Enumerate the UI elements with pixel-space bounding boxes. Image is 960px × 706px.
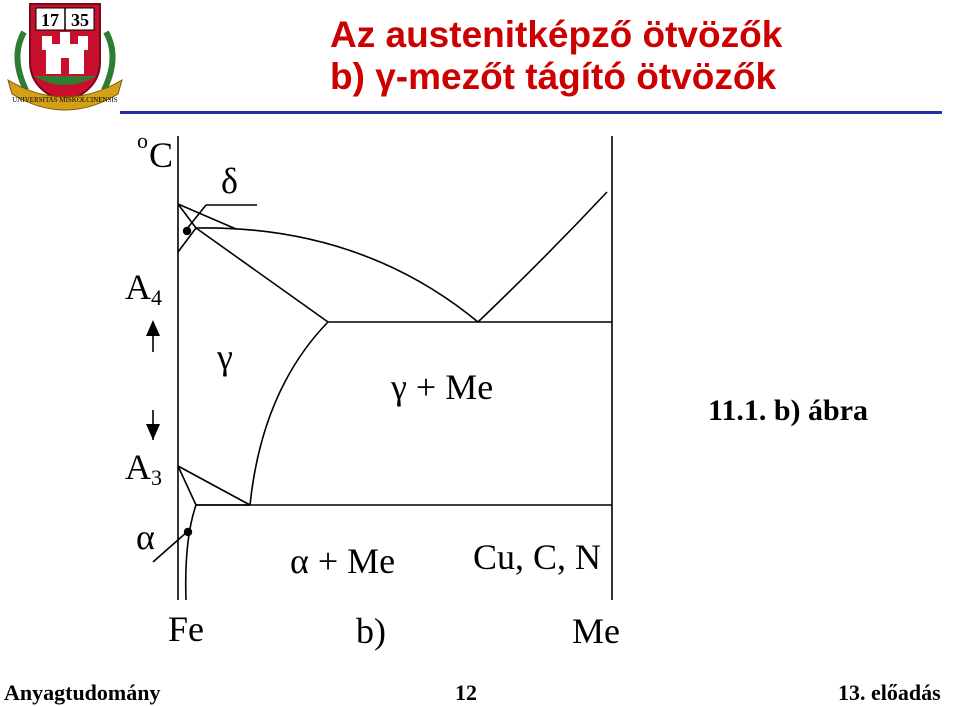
label-alloy-elements: Cu, C, N [473, 537, 602, 577]
year-left: 17 [41, 10, 59, 30]
label-gamma-plus-me: γ + Me [391, 367, 494, 407]
label-a4-sub: 4 [151, 285, 162, 310]
ribbon-text: UNIVERSITAS MISKOLCINENSIS [12, 96, 118, 104]
footer-course: Anyagtudomány [4, 680, 161, 705]
x-label-fe: Fe [168, 609, 204, 649]
laurel-left [14, 30, 29, 92]
x-label-center: b) [356, 611, 386, 651]
figure-caption: 11.1. b) ábra [708, 394, 869, 427]
delta-leader [185, 204, 207, 231]
ribbon [7, 78, 123, 111]
gamma-solidus [195, 227, 329, 323]
alpha-leader [152, 531, 188, 563]
slide-title-line2: b) γ-mezőt tágító ötvözők [330, 56, 777, 97]
label-a3-letter: A [125, 447, 151, 487]
liquidus-left [195, 227, 479, 323]
label-a4-letter: A [125, 267, 151, 307]
delta-solidus [177, 203, 237, 230]
liquidus-right [477, 191, 608, 323]
y-axis-unit-sup: o [137, 128, 148, 153]
footer-page-number: 12 [455, 680, 477, 705]
up-arrow-icon [146, 320, 160, 336]
alpha-solvus [184, 504, 197, 601]
label-delta: δ [221, 161, 238, 201]
label-a3: A3 [125, 446, 162, 491]
label-alpha: α [136, 517, 155, 557]
gamma-solvus [249, 321, 329, 506]
x-label-me: Me [572, 611, 620, 651]
laurel-right [101, 30, 116, 92]
point-alpha [183, 527, 193, 537]
label-a3-sub: 3 [151, 465, 162, 490]
a3-line [177, 465, 251, 506]
alpha-gamma-boundary [177, 465, 197, 506]
label-alpha-plus-me: α + Me [290, 541, 396, 581]
label-a4: A4 [125, 266, 162, 311]
point-delta [182, 226, 192, 236]
university-logo: 17 35 UNIVERSITAS MISKOLCINENSIS [7, 3, 123, 111]
footer-lecture: 13. előadás [838, 680, 941, 705]
slide-title-line1: Az austenitképző ötvözők [330, 14, 783, 55]
down-arrow-icon [146, 424, 160, 440]
label-gamma: γ [217, 337, 233, 377]
year-right: 35 [71, 10, 89, 30]
header-rule [120, 111, 942, 114]
y-axis-unit: C [149, 135, 174, 175]
